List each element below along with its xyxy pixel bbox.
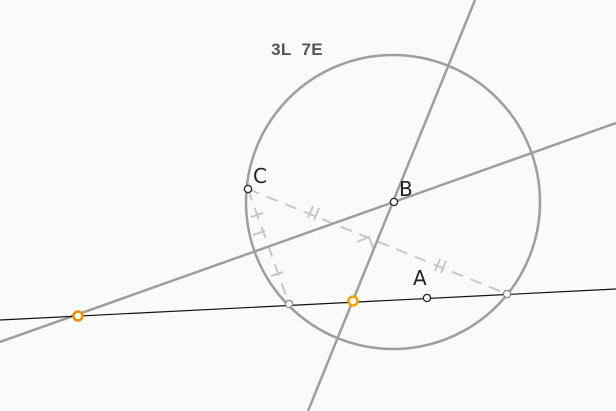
intersection-point-right[interactable]	[502, 289, 512, 299]
base-line[interactable]	[0, 288, 616, 321]
label-b: B	[399, 177, 413, 201]
hint-overlay	[247, 188, 508, 305]
level-count: 3L	[271, 40, 292, 59]
point-a[interactable]	[422, 293, 432, 303]
point-c[interactable]	[243, 184, 253, 194]
sloped-line[interactable]	[0, 121, 616, 344]
tick-mark	[270, 271, 284, 277]
right-angle-mark	[356, 235, 375, 251]
label-a: A	[413, 266, 427, 290]
steep-line[interactable]	[306, 0, 477, 411]
move-count: 7E	[301, 40, 323, 59]
point-b[interactable]	[389, 197, 399, 207]
intersection-point-left[interactable]	[284, 299, 294, 309]
tick-mark	[307, 205, 314, 219]
tick-mark	[434, 258, 441, 272]
tick-mark	[313, 207, 320, 221]
circle[interactable]	[244, 53, 542, 351]
score-display: 3L 7E	[251, 20, 323, 80]
tick-mark	[440, 260, 447, 274]
highlight-point-center[interactable]	[347, 295, 359, 307]
tick-mark	[250, 212, 264, 218]
hint-segment-c-to-right	[247, 188, 508, 295]
highlight-point-left[interactable]	[72, 310, 84, 322]
label-c: C	[253, 164, 267, 188]
tick-mark	[252, 230, 266, 236]
